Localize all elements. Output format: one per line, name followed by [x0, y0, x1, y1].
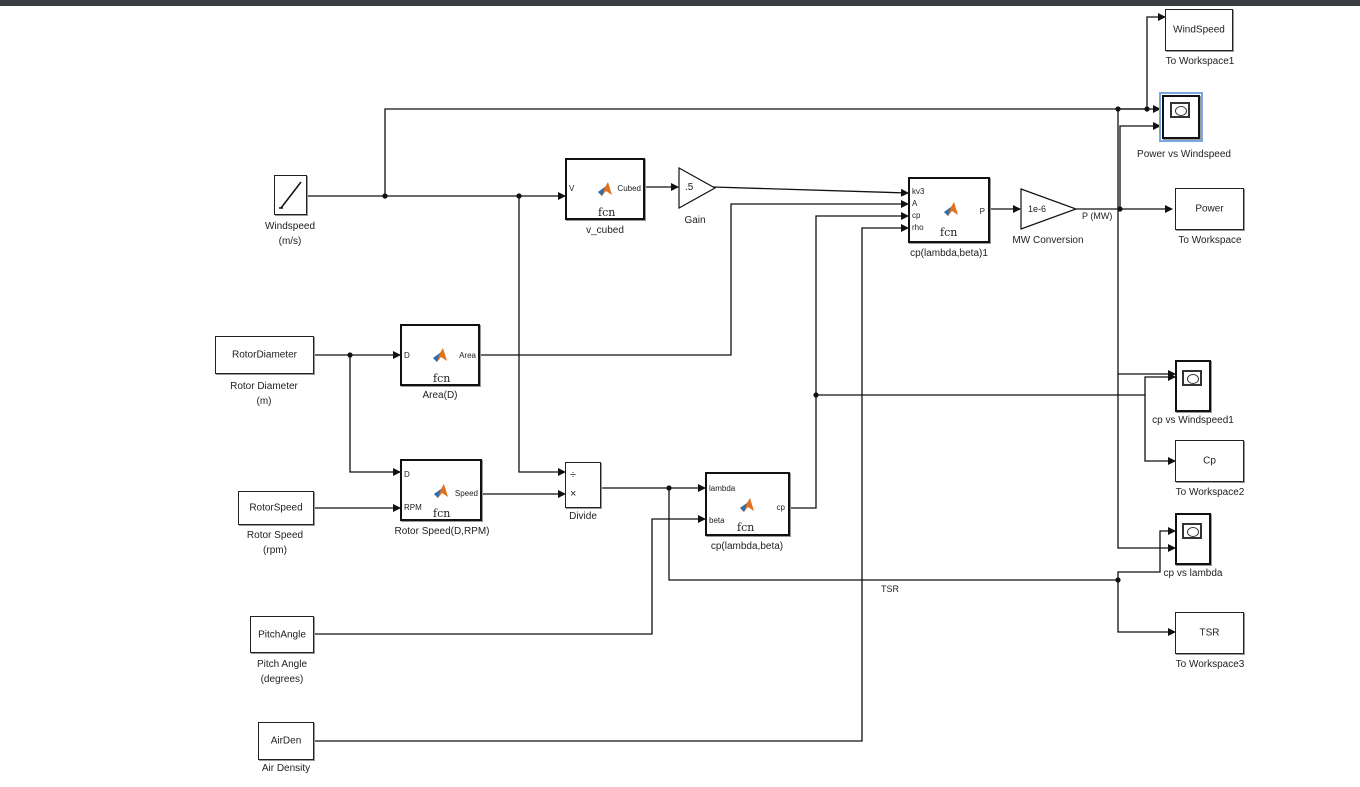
rotor-speed-in2-port: RPM — [404, 503, 422, 512]
divide-block[interactable]: ÷ × — [565, 462, 601, 508]
area-caption: Area(D) — [422, 390, 458, 401]
matlab-logo-icon — [433, 348, 447, 362]
gain-value: .5 — [685, 182, 694, 193]
v-cubed-in-port: V — [569, 184, 575, 193]
tsr-signal-label: TSR — [881, 584, 899, 594]
cp-lambda-beta1-caption: cp(lambda,beta)1 — [910, 248, 988, 259]
rotor-speed-fcn-block[interactable]: D RPM Speed fcn — [400, 459, 482, 521]
to-workspace-label: Power — [1195, 203, 1224, 215]
simulink-canvas[interactable]: Windspeed (m/s) RotorDiameter Rotor Diam… — [210, 6, 1360, 787]
cp-lambda-in-port: lambda — [709, 484, 736, 493]
rotor-speed-fcn-caption: Rotor Speed(D,RPM) — [394, 526, 490, 537]
cp-lambda-beta-fcn-block[interactable]: lambda beta cp fcn — [705, 472, 790, 536]
cp-vs-windspeed1-scope[interactable] — [1175, 360, 1211, 412]
signal-lines — [307, 13, 1176, 742]
divide-caption: Divide — [569, 511, 597, 522]
mw-conversion-block[interactable] — [1020, 188, 1078, 230]
rotor-speed-fcn-label: fcn — [433, 507, 451, 520]
matlab-logo-icon — [740, 498, 754, 512]
cp-lambda-beta-fcn-label: fcn — [737, 521, 755, 534]
mw-conversion-value: 1e-6 — [1028, 204, 1047, 214]
cp-lambda-beta1-fcn-block[interactable]: kv3 A cp rho P fcn — [908, 177, 990, 243]
cp-lambda-beta-caption: cp(lambda,beta) — [710, 541, 784, 552]
to-workspace3-label: TSR — [1199, 627, 1220, 639]
cp1-kv3-port: kv3 — [912, 187, 925, 196]
cp1-rho-port: rho — [912, 223, 924, 232]
to-workspace3-caption: To Workspace3 — [1175, 659, 1245, 670]
cp-vs-lambda-scope[interactable] — [1175, 513, 1211, 565]
air-den-block[interactable]: AirDen — [258, 722, 314, 760]
cp-lambda-beta1-fcn-label: fcn — [940, 226, 958, 239]
mw-conversion-caption: MW Conversion — [1012, 235, 1084, 246]
pitch-angle-caption: Pitch Angle (degrees) — [256, 659, 308, 685]
wire-windspeed — [307, 13, 1166, 197]
to-workspace-caption: To Workspace — [1178, 235, 1242, 246]
scope-icon — [1182, 523, 1202, 539]
area-out-port: Area — [459, 351, 476, 360]
rotor-diameter-block[interactable]: RotorDiameter — [215, 336, 314, 374]
divide-op1: ÷ — [570, 469, 577, 481]
scope-icon — [1170, 102, 1190, 118]
to-workspace1-label: WindSpeed — [1173, 24, 1225, 36]
cp-out-port: cp — [776, 503, 785, 512]
rotor-diameter-label: RotorDiameter — [231, 349, 298, 361]
v-cubed-out-port: Cubed — [617, 184, 641, 193]
ramp-icon — [279, 181, 302, 209]
power-vs-windspeed-scope[interactable] — [1159, 92, 1203, 142]
cp-vs-windspeed1-caption: cp vs Windspeed1 — [1152, 415, 1234, 426]
gain-caption: Gain — [684, 215, 706, 226]
window-top-bar — [0, 0, 1360, 6]
rotor-diameter-caption: Rotor Diameter (m) — [230, 381, 298, 407]
rotor-speed-block[interactable]: RotorSpeed — [238, 491, 314, 525]
cp-vs-lambda-caption: cp vs lambda — [1163, 568, 1223, 579]
v-cubed-fcn-label: fcn — [598, 206, 616, 219]
to-workspace2-caption: To Workspace2 — [1175, 487, 1245, 498]
area-fcn-label: fcn — [433, 372, 451, 385]
matlab-logo-icon — [434, 484, 448, 498]
rotor-speed-out-port: Speed — [454, 489, 478, 498]
pitch-angle-block[interactable]: PitchAngle — [250, 616, 314, 653]
pitch-angle-label: PitchAngle — [258, 629, 306, 640]
to-workspace1-block[interactable]: WindSpeed — [1165, 9, 1233, 51]
cp-beta-in-port: beta — [709, 516, 725, 525]
cp1-p-out-port: P — [979, 207, 985, 216]
rotor-speed-in1-port: D — [404, 470, 410, 479]
air-density-caption: Air Density — [261, 763, 311, 774]
v-cubed-fcn-block[interactable]: V Cubed fcn — [565, 158, 645, 220]
area-fcn-block[interactable]: D Area fcn — [400, 324, 480, 386]
windspeed-ramp-block[interactable] — [274, 175, 307, 215]
cp1-a-port: A — [912, 199, 918, 208]
windspeed-caption: Windspeed (m/s) — [264, 221, 316, 247]
air-den-label: AirDen — [270, 735, 302, 747]
to-workspace2-block[interactable]: Cp — [1175, 440, 1244, 482]
divide-op2: × — [570, 488, 577, 500]
to-workspace3-block[interactable]: TSR — [1175, 612, 1244, 654]
to-workspace1-caption: To Workspace1 — [1165, 56, 1235, 67]
rotor-speed-caption: Rotor Speed (rpm) — [246, 530, 304, 556]
scope-icon — [1182, 370, 1202, 386]
matlab-logo-icon — [944, 202, 958, 216]
rotor-speed-label: RotorSpeed — [249, 502, 303, 514]
to-workspace2-label: Cp — [1203, 455, 1216, 467]
matlab-logo-icon — [598, 182, 612, 196]
to-workspace-block[interactable]: Power — [1175, 188, 1244, 230]
power-signal-label: P (MW) — [1082, 211, 1113, 221]
gain-block[interactable] — [678, 167, 718, 209]
cp1-cp-port: cp — [912, 211, 921, 220]
v-cubed-caption: v_cubed — [586, 225, 624, 236]
power-vs-windspeed-caption: Power vs Windspeed — [1137, 149, 1231, 160]
area-in-port: D — [404, 351, 410, 360]
